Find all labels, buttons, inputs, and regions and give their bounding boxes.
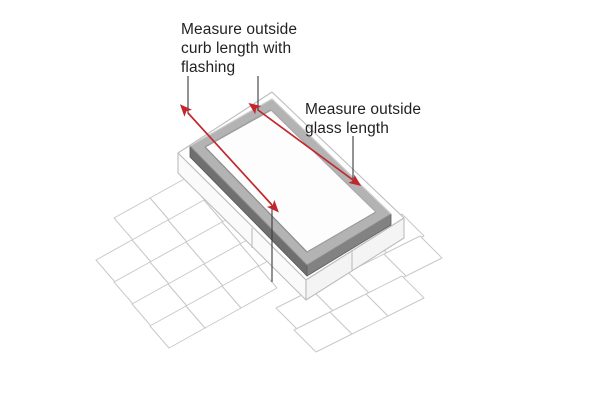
glass-length-arrow bbox=[248, 102, 362, 187]
curb-length-arrow bbox=[179, 104, 279, 213]
glass-length-label: Measure outside glass length bbox=[305, 101, 422, 137]
curb-length-label: Measure outside curb length with flashin… bbox=[181, 21, 298, 76]
measurement-arrows bbox=[179, 102, 362, 213]
